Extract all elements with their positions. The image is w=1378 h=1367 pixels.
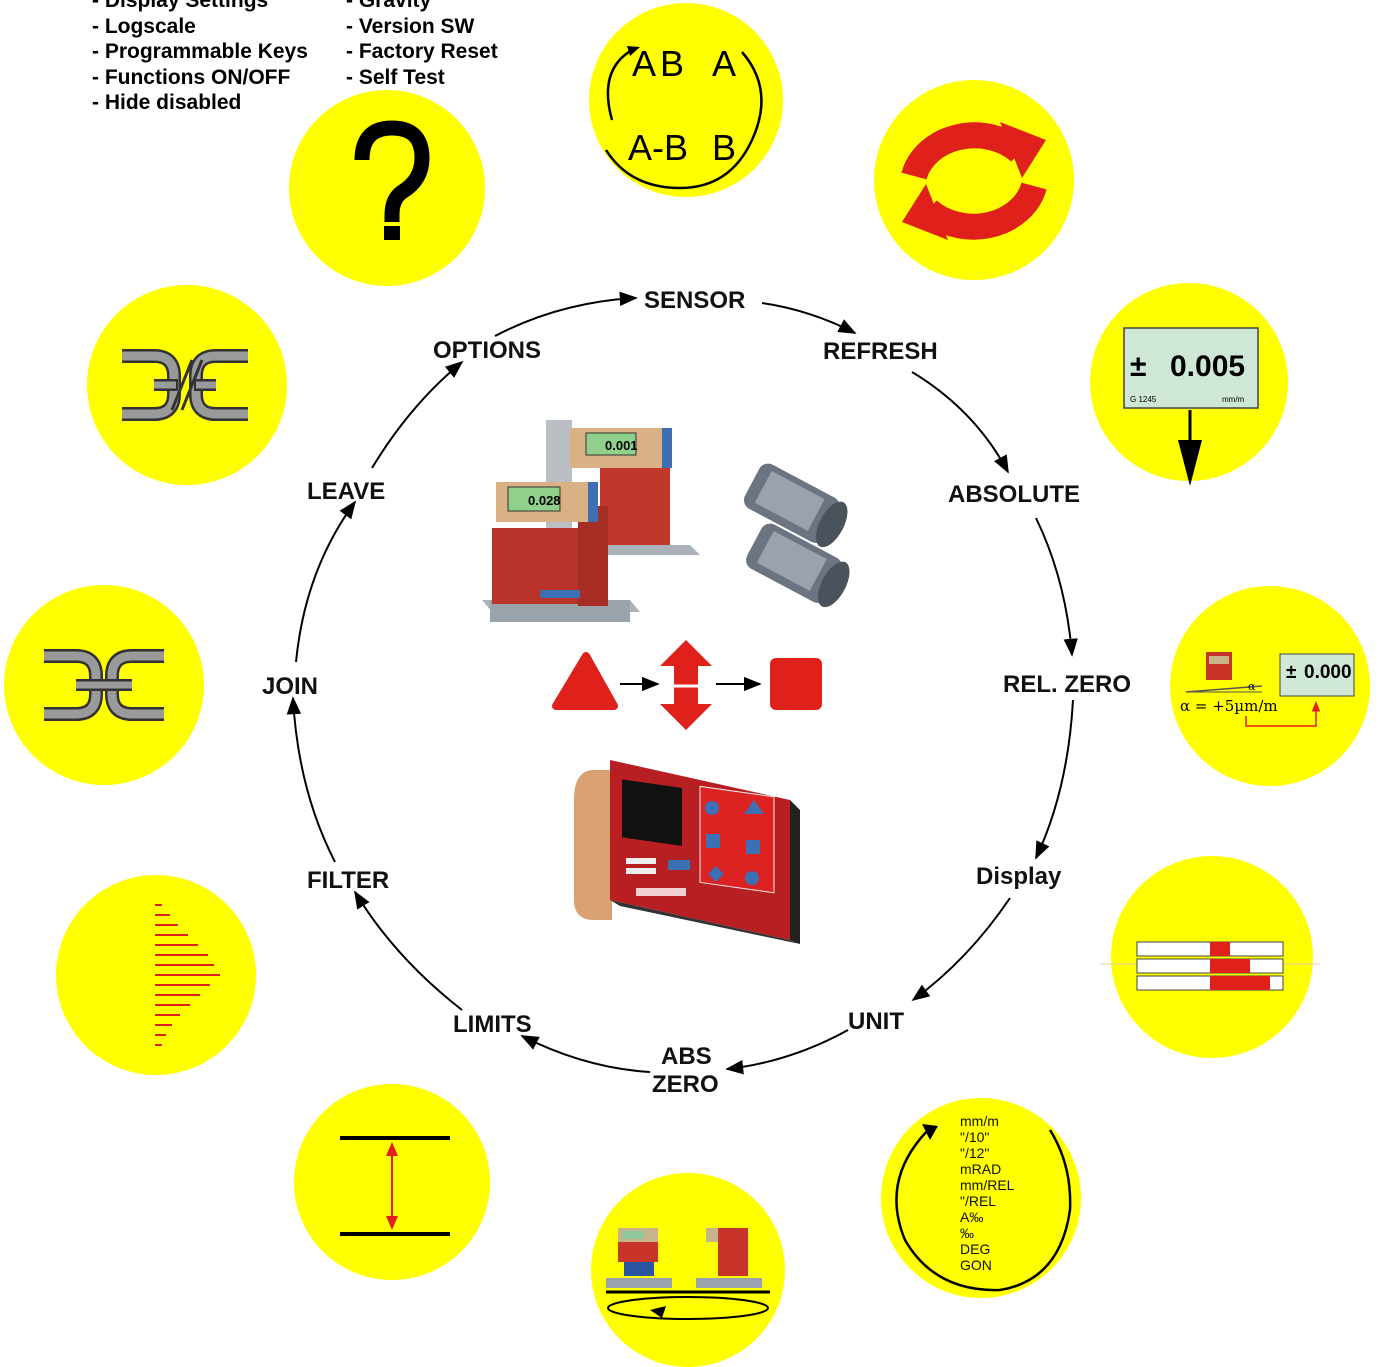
label-display: Display xyxy=(976,863,1062,890)
sensor-select-ab-icon: A B A A-B B xyxy=(589,3,783,197)
refresh-arrows-icon xyxy=(874,80,1074,280)
arrow-limits-filter xyxy=(354,890,463,1011)
abs-unit: mm/m xyxy=(1222,395,1245,404)
unit-item: DEG xyxy=(960,1241,990,1257)
arrow-join-leave xyxy=(295,500,357,663)
label-options: OPTIONS xyxy=(433,337,541,364)
cycle-arrows xyxy=(286,291,1078,1075)
unit-item: GON xyxy=(960,1257,992,1273)
label-abs: ABS xyxy=(661,1043,712,1070)
arrow-leave-options xyxy=(371,360,464,469)
options-notes-left: - Display Settings - Logscale - Programm… xyxy=(92,0,308,116)
note-line: - Display Settings xyxy=(92,0,269,12)
unit-item: A‰ xyxy=(960,1209,983,1225)
sensor-bottom-b: B xyxy=(712,127,736,168)
lcd-front-value: 0.028 xyxy=(528,493,561,508)
label-absolute: ABSOLUTE xyxy=(948,481,1080,508)
label-filter: FILTER xyxy=(307,867,389,894)
arrow-sensor-refresh xyxy=(761,302,857,334)
label-join: JOIN xyxy=(262,673,318,700)
note-line: - Version SW xyxy=(346,14,475,38)
broken-chain-icon xyxy=(87,285,287,485)
inclinometer-devices-illustration: 0.001 0.028 xyxy=(482,420,850,622)
unit-item: ‰ xyxy=(960,1225,974,1241)
rel-value: 0.000 xyxy=(1304,662,1352,683)
arrow-abszero-limits xyxy=(520,1035,651,1073)
absolute-readout-icon: ± 0.005 G 1245 mm/m xyxy=(1090,283,1288,486)
filter-histogram-icon xyxy=(56,875,256,1075)
note-line: - Self Test xyxy=(346,65,445,89)
options-notes-right: - Gravity - Version SW - Factory Reset -… xyxy=(346,0,498,90)
cycle-labels: SENSOR REFRESH ABSOLUTE REL. ZERO Displa… xyxy=(262,287,1131,1098)
label-rel-zero: REL. ZERO xyxy=(1003,671,1131,698)
bar-display-icon xyxy=(1100,856,1320,1058)
note-line: - Logscale xyxy=(92,14,196,38)
limits-icon xyxy=(294,1084,490,1280)
arrow-filter-join xyxy=(286,696,336,863)
sensor-bottom-amb: A-B xyxy=(628,127,688,168)
unit-cycle-icon: mm/m "/10" "/12" mRAD mm/REL "/REL A‰ ‰ … xyxy=(881,1098,1081,1298)
question-mark-icon xyxy=(289,90,485,286)
center-key-flow xyxy=(552,640,822,730)
note-line: - Factory Reset xyxy=(346,40,498,63)
square-key-icon xyxy=(770,658,822,710)
rel-zero-icon: α ± 0.000 α = +5µm/m xyxy=(1170,586,1370,786)
label-zero: ZERO xyxy=(652,1071,719,1098)
unit-item: mRAD xyxy=(960,1161,1001,1177)
arrow-options-sensor xyxy=(494,291,638,337)
display-unit-illustration xyxy=(574,760,800,944)
sensor-top-b: B xyxy=(660,43,684,84)
rel-equation: α = +5µm/m xyxy=(1180,697,1278,715)
sensor-top-a: A xyxy=(632,43,656,84)
unit-item: "/10" xyxy=(960,1129,989,1145)
unit-item: mm/m xyxy=(960,1113,999,1129)
label-sensor: SENSOR xyxy=(644,287,745,314)
rel-sign: ± xyxy=(1286,662,1296,683)
label-limits: LIMITS xyxy=(453,1011,532,1038)
note-line: - Programmable Keys xyxy=(92,40,308,63)
label-unit: UNIT xyxy=(848,1008,904,1035)
arrow-absolute-relzero xyxy=(1035,517,1078,657)
arrow-refresh-absolute xyxy=(911,371,1009,474)
label-refresh: REFRESH xyxy=(823,338,938,365)
unit-item: "/REL xyxy=(960,1193,996,1209)
chain-link-icon xyxy=(4,585,204,785)
triangle-key-icon xyxy=(552,652,618,710)
note-line: - Gravity xyxy=(346,0,432,12)
abs-sign: ± xyxy=(1130,350,1146,383)
abs-zero-rotate-icon xyxy=(591,1173,785,1367)
abs-serial: G 1245 xyxy=(1130,395,1157,404)
unit-item: mm/REL xyxy=(960,1177,1015,1193)
lcd-back-value: 0.001 xyxy=(605,438,638,453)
sensor-top-a2: A xyxy=(712,43,736,84)
abs-value: 0.005 xyxy=(1170,350,1245,383)
arrow-display-unit xyxy=(911,897,1011,1002)
label-leave: LEAVE xyxy=(307,478,385,505)
arrow-unit-abszero xyxy=(725,1029,849,1075)
alpha-label: α xyxy=(1248,680,1256,693)
note-line: - Hide disabled xyxy=(92,91,242,114)
note-line: - Functions ON/OFF xyxy=(92,65,291,89)
arrow-relzero-display xyxy=(1035,699,1074,860)
unit-item: "/12" xyxy=(960,1145,989,1161)
